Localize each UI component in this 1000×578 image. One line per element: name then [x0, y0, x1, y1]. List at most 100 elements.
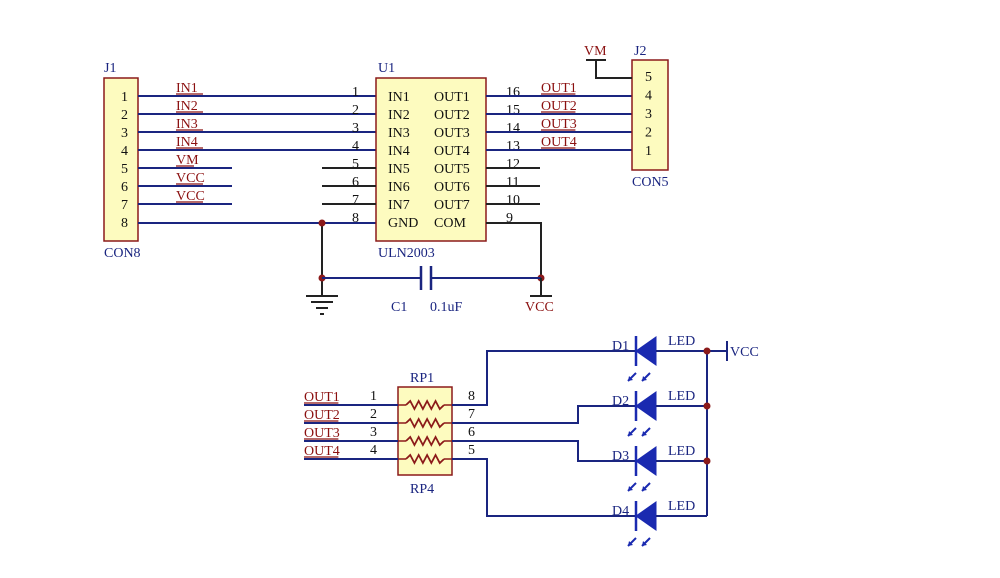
u1-pin-number: 15 — [506, 103, 520, 118]
led-value: LED — [668, 389, 695, 404]
led-ref: D2 — [612, 394, 629, 409]
j1-net-label: VCC — [176, 171, 205, 186]
resistor-icon — [405, 453, 445, 465]
c1-value: 0.1uF — [430, 300, 463, 315]
j1-net-label: IN4 — [176, 135, 198, 150]
out-net-label: OUT2 — [541, 99, 577, 114]
u1-pin-name: OUT6 — [434, 180, 470, 195]
j2-vm-label: VM — [584, 44, 607, 59]
light-arrow-head-icon — [628, 376, 633, 381]
wire-rp-d4 — [452, 458, 636, 517]
rp1-body — [397, 386, 453, 476]
u1-pin-name: IN6 — [388, 180, 410, 195]
u1-pin-number: 1 — [352, 85, 359, 100]
u1-pin-name: COM — [434, 216, 466, 231]
wire-vm-j2 — [595, 60, 632, 79]
wire-rp-d1 — [452, 350, 636, 406]
resistor-icon — [405, 435, 445, 447]
light-arrow-head-icon — [642, 541, 647, 546]
j1-net-label: VM — [176, 153, 199, 168]
j1-pin-number: 5 — [121, 162, 128, 177]
rp1-pin-number: 4 — [370, 443, 377, 458]
u1-pin-number: 2 — [352, 103, 359, 118]
j2-body — [631, 59, 669, 171]
u1-pin-name: OUT7 — [434, 198, 470, 213]
u1-pin-number: 11 — [506, 175, 519, 190]
j2-pin-number: 3 — [645, 107, 652, 122]
u1-pin-name: IN5 — [388, 162, 410, 177]
out-net-label: OUT1 — [541, 81, 577, 96]
junction-gnd — [318, 219, 326, 227]
resistor-icon — [405, 399, 445, 411]
led-ref: D4 — [612, 504, 629, 519]
wire-rp-d2 — [452, 405, 636, 424]
u1-pin-number: 5 — [352, 157, 359, 172]
rp1-net-label: OUT4 — [304, 444, 340, 459]
u1-pin-number: 8 — [352, 211, 359, 226]
j1-net-label: IN3 — [176, 117, 198, 132]
led-d2: D2 LED — [612, 389, 707, 437]
u1-pin-name: GND — [388, 216, 418, 231]
light-arrow-head-icon — [628, 431, 633, 436]
light-arrow-head-icon — [642, 486, 647, 491]
j1-ref: J1 — [104, 61, 116, 76]
u1-pin-number: 3 — [352, 121, 359, 136]
light-arrow-head-icon — [642, 376, 647, 381]
u1-pin-name: IN1 — [388, 90, 410, 105]
u1-pin-name: IN2 — [388, 108, 410, 123]
u1-pin-name: IN7 — [388, 198, 410, 213]
j1-net-label: VCC — [176, 189, 205, 204]
u1-pin-name: OUT5 — [434, 162, 470, 177]
u1-pin-number: 4 — [352, 139, 359, 154]
out-net-label: OUT4 — [541, 135, 577, 150]
j1-pin-number: 1 — [121, 90, 128, 105]
diode-icon — [635, 501, 657, 531]
rp1-pin-number: 7 — [468, 407, 475, 422]
u1-pin-name: IN3 — [388, 126, 410, 141]
junction-led-3 — [703, 457, 711, 465]
j2-pin-number: 1 — [645, 144, 652, 159]
light-arrow-head-icon — [628, 541, 633, 546]
u1-part: ULN2003 — [378, 246, 435, 261]
resistor-icon — [405, 417, 445, 429]
diode-icon — [635, 336, 657, 366]
j1-body — [103, 77, 139, 242]
j1-pin-number: 4 — [121, 144, 128, 159]
light-arrow-head-icon — [628, 486, 633, 491]
j1-pin-number: 7 — [121, 198, 128, 213]
led-d4: D4 LED — [612, 499, 707, 547]
u1-pin-name: OUT3 — [434, 126, 470, 141]
rp1-pin-number: 3 — [370, 425, 377, 440]
rp1-pin-number: 2 — [370, 407, 377, 422]
j1-pin-number: 6 — [121, 180, 128, 195]
u1-pin-number: 7 — [352, 193, 359, 208]
junction-led-1 — [703, 347, 711, 355]
u1-pin-name: IN4 — [388, 144, 410, 159]
u1-pin-number: 13 — [506, 139, 520, 154]
rp1-pin-number: 6 — [468, 425, 475, 440]
u1-pin-name: OUT4 — [434, 144, 470, 159]
u1-pin-name: OUT1 — [434, 90, 470, 105]
ground-icon — [306, 295, 338, 315]
junction-led-2 — [703, 402, 711, 410]
u1-pin-number: 6 — [352, 175, 359, 190]
diode-icon — [635, 446, 657, 476]
rp1-pin-number: 1 — [370, 389, 377, 404]
u1-pin-number: 14 — [506, 121, 520, 136]
j2-part: CON5 — [632, 175, 669, 190]
j2-pin-number: 2 — [645, 126, 652, 141]
led-vcc-label: VCC — [730, 345, 759, 360]
u1-pin-name: OUT2 — [434, 108, 470, 123]
u1-pin-number: 10 — [506, 193, 520, 208]
led-value: LED — [668, 499, 695, 514]
j1-net-label: IN1 — [176, 81, 198, 96]
diode-icon — [635, 391, 657, 421]
rp1-pin-number: 8 — [468, 389, 475, 404]
j1-net-label: IN2 — [176, 99, 198, 114]
j2-pin-number: 4 — [645, 89, 652, 104]
